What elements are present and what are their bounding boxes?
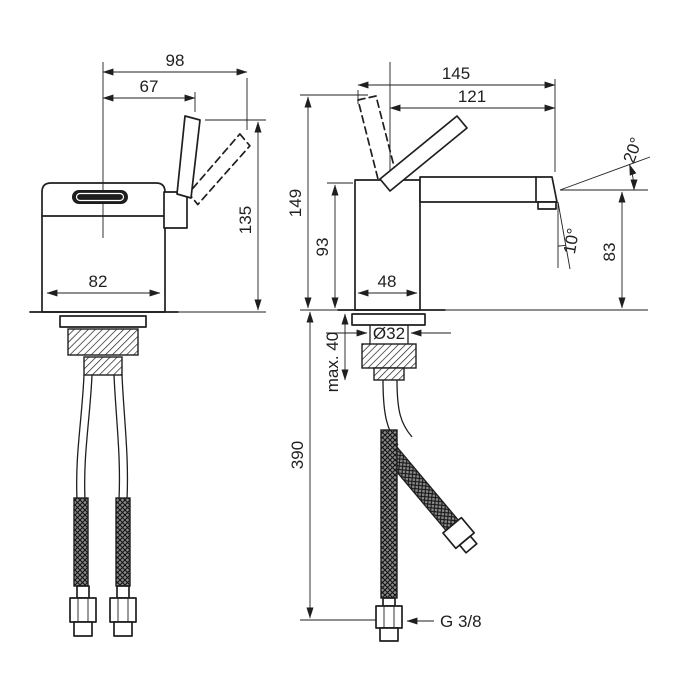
- side-spout-reach-label: 121: [458, 87, 486, 106]
- side-connection-thread-label: G 3/8: [440, 612, 482, 631]
- front-hose-left-nut: [69, 597, 97, 623]
- side-dim-spout-height: 83: [445, 191, 648, 311]
- side-hose-straight: [375, 429, 403, 642]
- front-dim-total-width: 98: [102, 51, 248, 130]
- side-handle-lever: [379, 115, 468, 192]
- side-dim-angle-10: 10°: [557, 201, 583, 270]
- side-dim-body-height: 93: [313, 182, 353, 309]
- side-hose-connector-nut: [375, 605, 403, 629]
- side-view: 145 121 149 93 48 20°: [286, 62, 651, 642]
- front-mounting-hardware: [59, 315, 147, 376]
- side-angle-10-label: 10°: [560, 227, 583, 256]
- front-handle-lever-rotated-dashed: [187, 133, 251, 206]
- front-height-label: 135: [236, 206, 255, 234]
- side-mounting-hardware: [351, 313, 426, 381]
- side-hose-length-label: 390: [288, 441, 307, 469]
- side-hose-straight-braid: [380, 429, 398, 599]
- side-dim-spout-reach: 121: [389, 87, 556, 112]
- side-dim-total-depth: 145: [357, 64, 556, 172]
- side-base-depth-label: 48: [378, 272, 397, 291]
- front-mounting-flange: [59, 315, 147, 328]
- front-handle-lever: [176, 115, 201, 199]
- side-mounting-flange: [351, 313, 426, 326]
- front-hose-right-braid: [115, 497, 131, 587]
- front-logo-badge-slot: [75, 192, 125, 202]
- front-handle-width-label: 67: [140, 77, 159, 96]
- side-aerator: [537, 201, 557, 210]
- front-hose-left: [69, 374, 97, 637]
- side-mounting-nut: [361, 343, 417, 369]
- front-body-width-label: 82: [89, 272, 108, 291]
- side-spout: [419, 176, 558, 203]
- front-logo-badge: [72, 190, 128, 204]
- side-dim-total-height: 149: [286, 94, 368, 311]
- side-dim-angle-20: 20°: [559, 135, 651, 191]
- side-spout-height-label: 83: [600, 243, 619, 262]
- side-dim-mounting-max: max. 40: [323, 313, 349, 392]
- front-hose-right-nut: [109, 597, 137, 623]
- side-dim-hose-length: 390: [288, 311, 378, 621]
- side-total-height-label: 149: [286, 189, 305, 217]
- side-total-depth-label: 145: [442, 64, 470, 83]
- front-dim-body-width: 82: [46, 272, 161, 297]
- side-dim-base-depth: 48: [357, 272, 418, 297]
- side-angle-20-label: 20°: [620, 135, 647, 166]
- side-body-height-label: 93: [313, 238, 332, 257]
- front-dim-handle-width: 67: [102, 77, 196, 112]
- side-mounting-max-label: max. 40: [323, 332, 342, 392]
- front-dim-height: 135: [178, 119, 266, 313]
- front-hose-left-braid: [73, 497, 89, 587]
- front-handle-pivot: [163, 191, 188, 229]
- side-shank-diameter-label: Ø32: [373, 324, 405, 343]
- front-hose-right: [109, 374, 137, 637]
- side-mounting-shank: [373, 367, 405, 381]
- front-mounting-shank: [83, 356, 123, 376]
- side-dim-connection-thread: G 3/8: [406, 612, 482, 631]
- side-hose-angled: [380, 379, 478, 554]
- front-total-width-label: 98: [166, 51, 185, 70]
- front-view: 98 67 82 135: [29, 51, 266, 637]
- front-mounting-nut: [67, 328, 139, 356]
